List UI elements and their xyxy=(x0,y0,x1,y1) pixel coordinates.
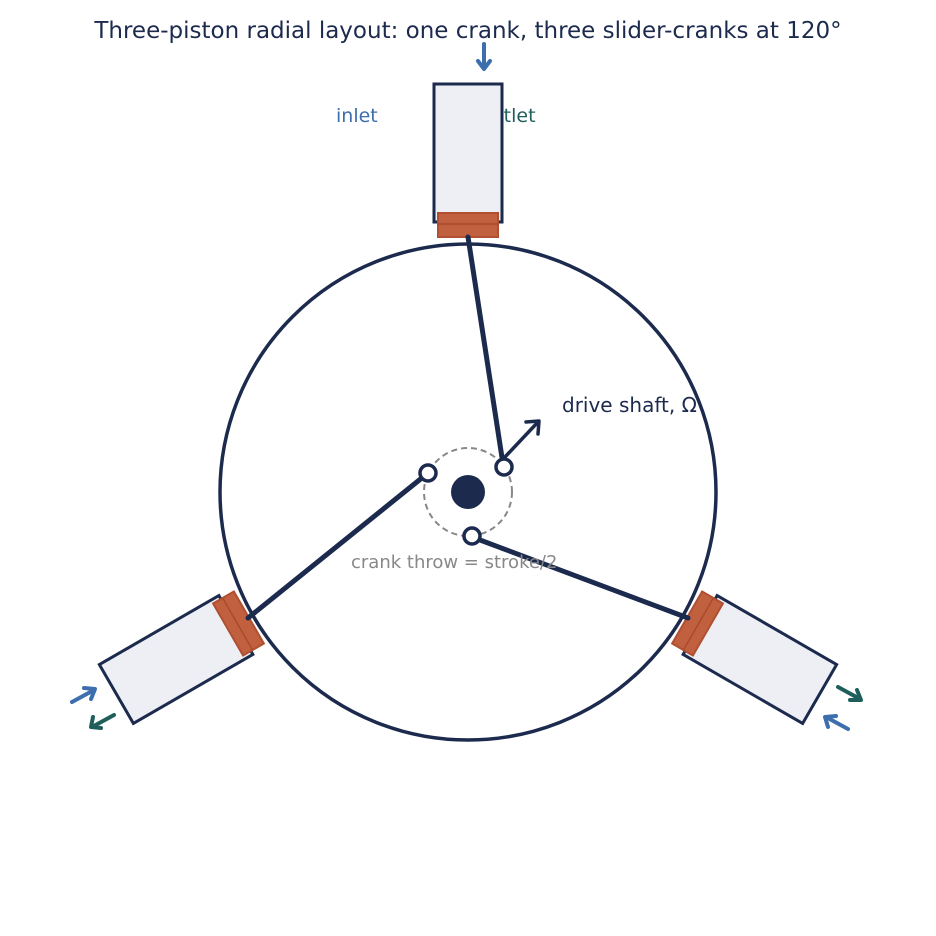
top-inlet-arrow xyxy=(476,42,492,71)
left-outlet-arrow xyxy=(89,713,116,730)
cylinder-top xyxy=(432,82,504,238)
left-inlet-arrow xyxy=(70,686,97,704)
piston-top xyxy=(437,212,499,238)
cylinder-left xyxy=(97,590,266,726)
crank-pin-bottom xyxy=(462,526,482,546)
drive-shaft-label: drive shaft, Ω xyxy=(562,393,697,417)
crank-pin-top xyxy=(494,457,514,477)
right-inlet-arrow xyxy=(823,714,850,731)
cylinder-right xyxy=(670,590,839,726)
drive-shaft-arrow xyxy=(502,419,541,460)
crank-throw-label: crank throw = stroke/2 xyxy=(351,552,557,573)
diagram-title: Three-piston radial layout: one crank, t… xyxy=(93,18,841,44)
cylinder-top-body xyxy=(432,82,504,224)
connecting-rod-top xyxy=(465,234,506,467)
drive-shaft xyxy=(451,475,485,509)
connecting-rod-right xyxy=(469,534,691,621)
crank-pin-left xyxy=(418,463,438,483)
inlet-label: inlet xyxy=(336,105,378,127)
connecting-rod-left xyxy=(245,470,431,621)
crank-throw-circle xyxy=(423,447,513,537)
right-outlet-arrow xyxy=(836,685,863,702)
